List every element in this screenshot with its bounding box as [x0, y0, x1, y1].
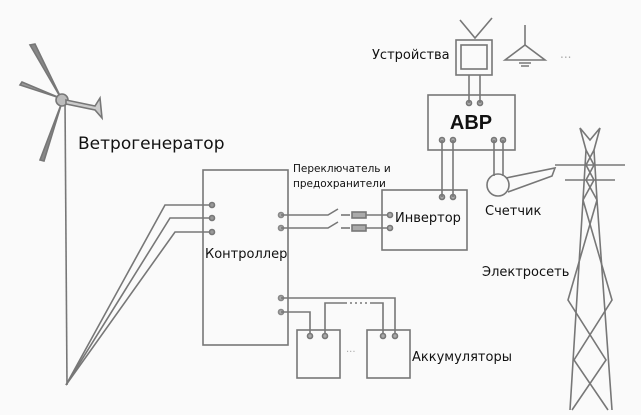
- lamp-icon: [502, 25, 548, 67]
- wind-generator-label: Ветрогенератор: [78, 134, 225, 154]
- meter-icon: [486, 140, 557, 197]
- wind-turbine-icon: [18, 43, 104, 386]
- inverter-box: [381, 189, 468, 251]
- batteries-label: Аккумуляторы: [412, 350, 512, 365]
- generator-wires: [65, 201, 216, 386]
- svg-text:...: ...: [346, 344, 356, 355]
- tv-icon: [455, 17, 493, 76]
- ats-label: АВР: [450, 112, 492, 134]
- controller-label: Контроллер: [205, 247, 288, 262]
- switch-fuses-label-line2: предохранители: [293, 178, 386, 190]
- more-devices-ellipsis: ...: [560, 47, 571, 61]
- meter-label: Счетчик: [485, 204, 542, 219]
- controller-box: [202, 169, 289, 346]
- switch-fuse-icons: [281, 208, 394, 232]
- grid-label: Электросеть: [482, 265, 570, 280]
- battery-icons: ...: [281, 297, 411, 379]
- inverter-label: Инвертор: [395, 211, 461, 226]
- switch-fuses-label-line1: Переключатель и: [293, 163, 391, 175]
- ats-box: [427, 94, 516, 151]
- power-tower-icon: [555, 127, 625, 411]
- devices-label: Устройства: [372, 48, 450, 63]
